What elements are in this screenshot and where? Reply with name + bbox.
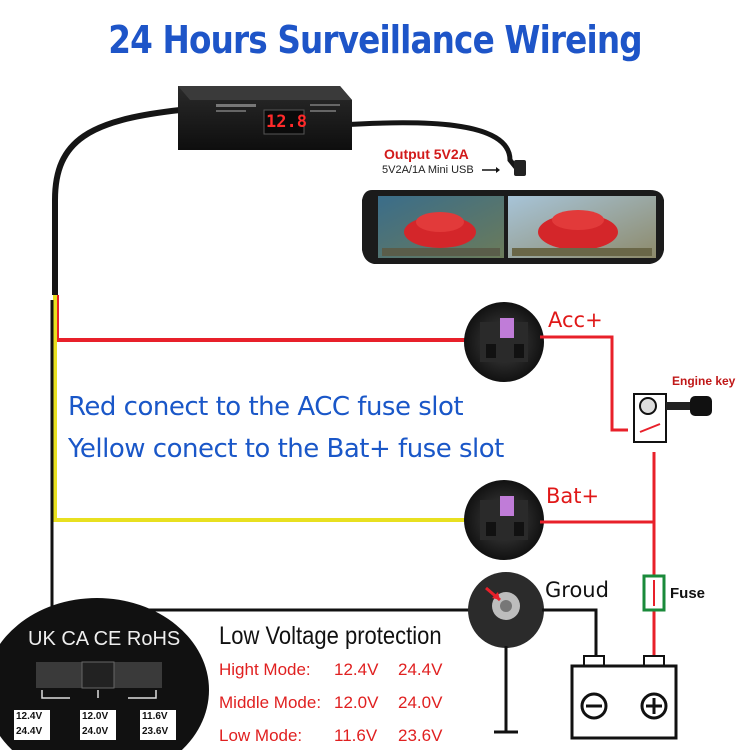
fuse-symbol [642, 574, 666, 612]
switch-label-2-24v: 24.0V [82, 726, 109, 737]
engine-key-switch [633, 393, 712, 443]
voltage-display: 12.8 [266, 112, 307, 132]
bat-fuse-holder [464, 480, 544, 560]
mode-name-low: Low Mode: [219, 726, 303, 745]
mode-v24-low: 23.6V [398, 726, 443, 745]
mirror-camera [362, 190, 664, 264]
ground-bolt [468, 572, 544, 648]
black-cable [52, 107, 181, 295]
mode-v24-high: 24.4V [398, 660, 443, 679]
acc-schematic-wire [540, 335, 628, 432]
car-battery [570, 655, 678, 740]
mode-v24-middle: 24.0V [398, 693, 443, 712]
page-title: 24 Hours Surveillance Wireing [108, 18, 642, 62]
instruction-red: Red conect to the ACC fuse slot [68, 392, 464, 422]
mode-v12-high: 12.4V [334, 660, 379, 679]
low-voltage-title: Low Voltage protection [219, 622, 442, 650]
switch-label-3-24v: 23.6V [142, 726, 169, 737]
switch-label-1-24v: 24.4V [16, 726, 43, 737]
mode-v12-middle: 12.0V [334, 693, 379, 712]
usb-cable [339, 120, 520, 172]
ground-schematic-wire [542, 608, 598, 666]
converter-box [178, 86, 352, 150]
mode-name-high: Hight Mode: [219, 660, 311, 679]
bat-label: Bat+ [546, 484, 600, 508]
switch-label-1-12v: 12.4V [16, 711, 43, 722]
acc-label: Acc+ [548, 308, 603, 332]
switch-label-2-12v: 12.0V [82, 711, 109, 722]
mode-v12-low: 11.6V [334, 726, 378, 745]
certification-marks: UK CA CE RoHS [28, 628, 181, 650]
output-label: Output 5V2A [384, 146, 469, 162]
usb-label: 5V2A/1A Mini USB [382, 164, 474, 176]
switch-label-3-12v: 11.6V [142, 711, 168, 722]
switch-module [0, 598, 209, 750]
instruction-yellow: Yellow conect to the Bat+ fuse slot [68, 434, 504, 464]
ground-label: Groud [545, 578, 609, 602]
mode-name-middle: Middle Mode: [219, 693, 322, 712]
fuse-label: Fuse [670, 585, 706, 602]
acc-fuse-holder [464, 302, 544, 382]
engine-key-label: Engine key [672, 374, 736, 388]
